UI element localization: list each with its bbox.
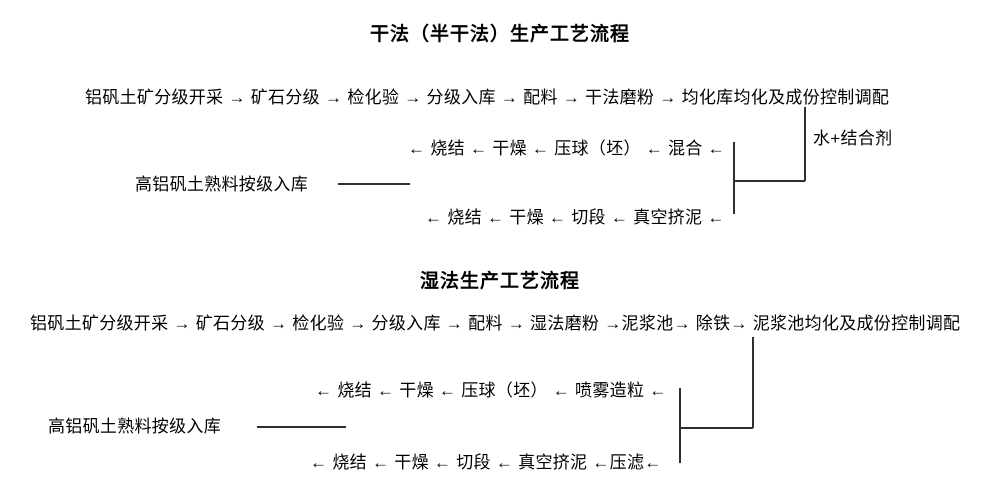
dry-mixing-branch-flow: ← 烧结 ← 干燥 ← 压球（坯） ← 混合 ← (408, 139, 725, 158)
wet-storage-label: 高铝矾土熟料按级入库 (48, 417, 221, 436)
wet-main-drop-line (752, 337, 754, 428)
water-binder-label: 水+结合剂 (813, 129, 893, 148)
wet-spray-branch-flow: ← 烧结 ← 干燥 ← 压球（坯） ← 喷雾造粒 ← (315, 381, 667, 400)
wet-branch-connector-hline (679, 427, 753, 429)
wet-branch-junction-vline (679, 388, 681, 463)
dry-branch-connector-hline (733, 180, 805, 182)
wet-storage-lead-line (257, 426, 346, 428)
dry-branch-junction-vline (733, 142, 735, 214)
dry-storage-lead-line (338, 183, 410, 185)
dry-main-flow: 铝矾土矿分级开采 → 矿石分级 → 检化验 → 分级入库 → 配料 → 干法磨粉… (85, 88, 890, 107)
wet-main-flow: 铝矾土矿分级开采 → 矿石分级 → 检化验 → 分级入库 → 配料 → 湿法磨粉… (30, 314, 961, 333)
dry-process-title: 干法（半干法）生产工艺流程 (369, 24, 630, 45)
wet-process-title: 湿法生产工艺流程 (419, 271, 580, 292)
dry-storage-label: 高铝矾土熟料按级入库 (135, 175, 308, 194)
wet-filter-branch-flow: ← 烧结 ← 干燥 ← 切段 ← 真空挤泥 ←压滤← (310, 453, 662, 472)
dry-additive-drop-line (804, 107, 806, 181)
dry-extrusion-branch-flow: ← 烧结 ← 干燥 ← 切段 ← 真空挤泥 ← (425, 208, 725, 227)
